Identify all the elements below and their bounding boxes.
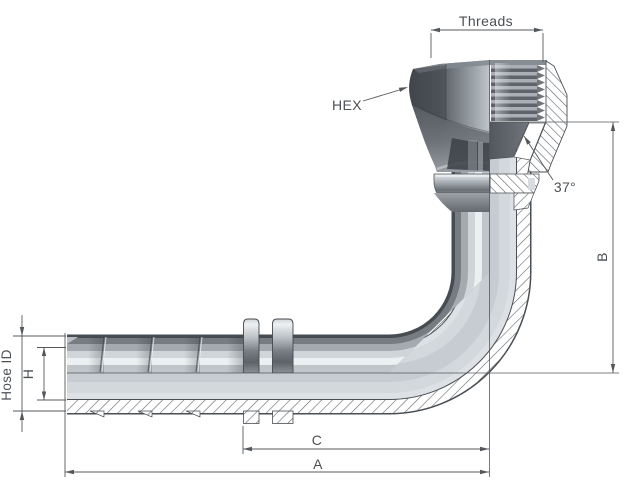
hex-nut-3d bbox=[409, 60, 491, 212]
dimensions bbox=[13, 27, 616, 477]
section-cut bbox=[67, 130, 532, 424]
hose-barb bbox=[67, 318, 294, 373]
collar-tab-section-2 bbox=[272, 410, 294, 424]
hex-leader bbox=[362, 87, 408, 102]
sleeve-3d-left bbox=[433, 173, 491, 194]
dim-h-label: H bbox=[20, 369, 36, 380]
dim-c-label: C bbox=[312, 432, 323, 448]
collar-ring-2 bbox=[272, 318, 294, 373]
dim-a-label: A bbox=[313, 456, 323, 472]
threads-label: Threads bbox=[459, 13, 513, 29]
collar-tab-section-1 bbox=[243, 410, 260, 424]
flare-angle-leader bbox=[523, 135, 554, 181]
body-step-left bbox=[434, 193, 490, 212]
collar-ring-1 bbox=[243, 318, 260, 373]
edge-lines bbox=[67, 60, 619, 477]
dim-b-label: B bbox=[594, 252, 610, 262]
nut-wall-hatched bbox=[527, 60, 568, 173]
dim-c bbox=[242, 426, 489, 454]
thread-crests bbox=[537, 65, 545, 121]
dim-b bbox=[610, 122, 616, 373]
hose-id-label: Hose ID bbox=[0, 349, 14, 401]
dim-h bbox=[37, 347, 66, 401]
flare-angle-label: 37° bbox=[554, 179, 576, 195]
dim-threads bbox=[430, 27, 544, 62]
hex-label: HEX bbox=[332, 97, 362, 113]
dim-a bbox=[64, 333, 489, 477]
body-step-right bbox=[513, 192, 535, 211]
dim-hose-id bbox=[13, 315, 66, 432]
